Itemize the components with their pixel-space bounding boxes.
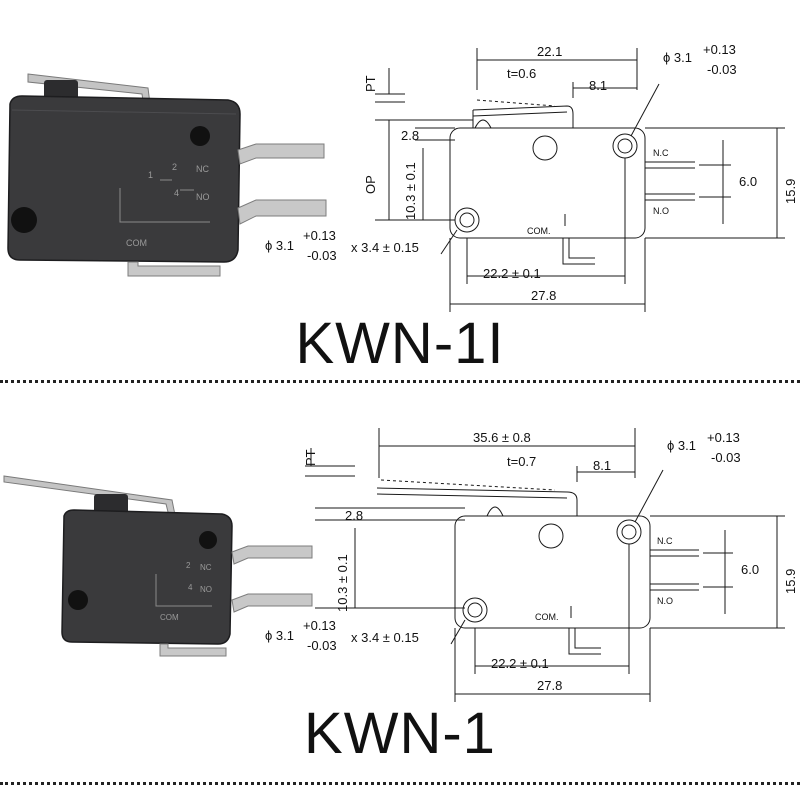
marking-no: NO (200, 585, 212, 594)
dim-hole-spacing: 22.2 ± 0.1 (491, 656, 549, 671)
switch-photo-kwn-1i: 1 2 NC 4 NO COM (7, 73, 327, 277)
terminal-no (237, 199, 327, 225)
dim-op-height: 10.3 ± 0.1 (403, 162, 418, 220)
dim-hole-bottom-tol-plus: +0.13 (303, 228, 336, 243)
dim-height: 15.9 (783, 569, 798, 594)
dim-lever-offset: 8.1 (589, 78, 607, 93)
body-markings (119, 179, 210, 223)
dim-hole-bottom-tol-minus: -0.03 (307, 638, 337, 653)
dim-pt: PT (363, 75, 378, 92)
marking-2: 2 (186, 561, 191, 570)
model-label-kwn-1i: KWN-1I (295, 311, 505, 376)
dim-hole-top-tol-plus: +0.13 (707, 430, 740, 445)
marking-nc: NC (196, 164, 209, 174)
mounting-hole-bottom (11, 207, 37, 233)
marking-no: NO (196, 192, 210, 202)
marking-1: 1 (148, 170, 153, 180)
dim-terminal-pitch: 6.0 (741, 562, 759, 577)
drawing-body (454, 515, 651, 629)
terminal-com (159, 643, 227, 657)
dim-overall-lever: 22.1 (537, 44, 562, 59)
dim-thickness: t=0.6 (507, 66, 536, 81)
dim-hole-depth: x 3.4 ± 0.15 (351, 630, 419, 645)
terminal-com (127, 261, 221, 277)
dim-top-gap: 2.8 (345, 508, 363, 523)
dimension-drawing-kwn-1i: PT OP 22.1 t=0.6 8.1 ϕ 3.1 +0.13 -0.03 2… (265, 42, 798, 312)
mounting-hole-bottom (68, 590, 88, 610)
dim-op-height: 10.3 ± 0.1 (335, 554, 350, 612)
dim-hole-top-tol-minus: -0.03 (707, 62, 737, 77)
terminal-nc (237, 143, 325, 165)
label-nc: N.C (657, 536, 673, 546)
label-no: N.O (653, 206, 669, 216)
dim-hole-depth: x 3.4 ± 0.15 (351, 240, 419, 255)
dim-top-gap: 2.8 (401, 128, 419, 143)
marking-4: 4 (174, 188, 179, 198)
dim-hole-top-tol-minus: -0.03 (711, 450, 741, 465)
mounting-hole-top (199, 531, 217, 549)
marking-nc: NC (200, 563, 212, 572)
dim-width: 27.8 (537, 678, 562, 693)
dim-hole-top-tol-plus: +0.13 (703, 42, 736, 57)
terminal-no (231, 593, 313, 613)
drawing-lever (472, 105, 574, 128)
divider-bottom (0, 782, 800, 785)
dim-overall-lever: 35.6 ± 0.8 (473, 430, 531, 445)
panel-kwn-1i: 1 2 NC 4 NO COM (0, 10, 800, 390)
dim-width: 27.8 (531, 288, 556, 303)
marking-4: 4 (188, 583, 193, 592)
drawing-lever (376, 487, 578, 516)
label-com: COM. (535, 612, 559, 622)
panel-kwn-1: 2 NC 4 NO COM (0, 400, 800, 780)
model-label-kwn-1: KWN-1 (304, 701, 496, 766)
terminal-nc (231, 545, 313, 565)
dim-pt: PT (303, 449, 318, 466)
switch-photo-kwn-1: 2 NC 4 NO COM (3, 475, 313, 657)
dim-hole-bottom-tol-plus: +0.13 (303, 618, 336, 633)
dim-hole-bottom: ϕ 3.1 (265, 628, 294, 643)
switch-body (61, 509, 233, 645)
dim-height: 15.9 (783, 179, 798, 204)
dim-op: OP (363, 175, 378, 194)
marking-2: 2 (172, 162, 177, 172)
lever-roller-block (94, 494, 128, 514)
label-nc: N.C (653, 148, 669, 158)
label-no: N.O (657, 596, 673, 606)
drawing-body (449, 127, 646, 239)
divider-top (0, 380, 800, 383)
label-com: COM. (527, 226, 551, 236)
dim-thickness: t=0.7 (507, 454, 536, 469)
dim-hole-bottom-tol-minus: -0.03 (307, 248, 337, 263)
dimension-drawing-kwn-1: PT 35.6 ± 0.8 t=0.7 8.1 ϕ 3.1 +0.13 -0.0… (265, 428, 798, 702)
mounting-hole-top (190, 126, 210, 146)
marking-com: COM (126, 238, 147, 248)
dim-hole-bottom: ϕ 3.1 (265, 238, 294, 253)
marking-com: COM (160, 613, 179, 622)
dim-terminal-pitch: 6.0 (739, 174, 757, 189)
dim-hole-spacing: 22.2 ± 0.1 (483, 266, 541, 281)
dim-lever-offset: 8.1 (593, 458, 611, 473)
dim-hole-top: ϕ 3.1 (663, 50, 692, 65)
dim-hole-top: ϕ 3.1 (667, 438, 696, 453)
switch-body (7, 95, 241, 263)
